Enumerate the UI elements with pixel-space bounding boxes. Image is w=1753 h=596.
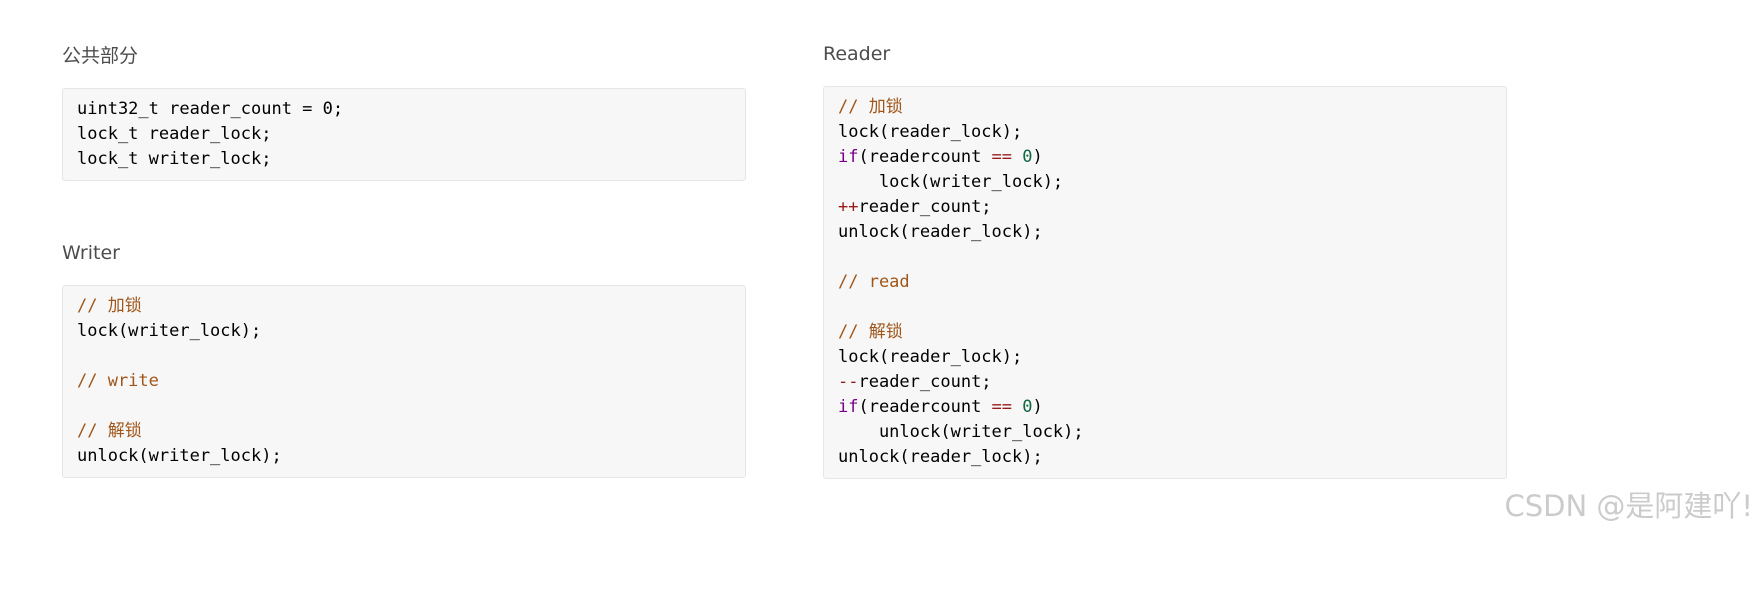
code-token: )	[1032, 147, 1043, 167]
code-line: unlock(writer_lock);	[77, 444, 731, 469]
code-token-comment: // 解锁	[838, 322, 903, 342]
code-token-comment: // read	[838, 272, 910, 292]
common-section-title: 公共部分	[62, 45, 139, 67]
code-token: reader_count;	[858, 197, 992, 217]
code-token-comment: // 加锁	[838, 97, 903, 117]
code-token-number: 0	[1022, 397, 1033, 417]
code-line: // read	[838, 270, 1492, 295]
code-token-number: 0	[1022, 147, 1033, 167]
code-line: if(readercount == 0)	[838, 145, 1492, 170]
code-token: unlock(reader_lock);	[838, 447, 1043, 467]
code-token: (readercount	[858, 397, 992, 417]
code-line: lock(writer_lock);	[838, 170, 1492, 195]
code-token: unlock(writer_lock);	[838, 422, 1084, 442]
code-line: ++reader_count;	[838, 195, 1492, 220]
writer-code-block: // 加锁 lock(writer_lock); // write // 解锁 unlo…	[62, 285, 746, 478]
code-token-comment: // write	[77, 371, 159, 391]
code-token-op: ++	[838, 197, 859, 217]
code-line: // 解锁	[838, 320, 1492, 345]
code-token: )	[1032, 397, 1043, 417]
code-line	[77, 394, 731, 419]
code-line: // 加锁	[77, 294, 731, 319]
code-token-op: ==	[991, 397, 1013, 417]
code-line	[838, 295, 1492, 320]
code-token-keyword: if	[838, 397, 859, 417]
code-token-comment: // 加锁	[77, 296, 142, 316]
code-token-op: ==	[991, 147, 1013, 167]
code-line: lock(reader_lock);	[838, 120, 1492, 145]
code-line: --reader_count;	[838, 370, 1492, 395]
code-line: lock_t writer_lock;	[77, 147, 731, 172]
code-token: (readercount	[858, 147, 992, 167]
code-line: lock(reader_lock);	[838, 345, 1492, 370]
code-token: uint32_t reader_count = 0;	[77, 99, 344, 119]
code-line: lock(writer_lock);	[77, 319, 731, 344]
code-token: lock(reader_lock);	[838, 347, 1023, 367]
code-token	[1012, 397, 1022, 417]
code-token-op: --	[838, 372, 859, 392]
code-token: lock(writer_lock);	[838, 172, 1064, 192]
code-line: uint32_t reader_count = 0;	[77, 97, 731, 122]
code-token: lock_t writer_lock;	[77, 149, 272, 169]
code-token: lock(reader_lock);	[838, 122, 1023, 142]
code-line: // 解锁	[77, 419, 731, 444]
code-token: reader_count;	[858, 372, 992, 392]
code-line: // write	[77, 369, 731, 394]
code-line: unlock(reader_lock);	[838, 445, 1492, 470]
code-token-keyword: if	[838, 147, 859, 167]
csdn-watermark: CSDN @是阿建吖!	[1504, 489, 1753, 523]
code-token	[1012, 147, 1022, 167]
writer-section-title: Writer	[62, 242, 120, 264]
code-line: unlock(reader_lock);	[838, 220, 1492, 245]
code-token: lock_t reader_lock;	[77, 124, 272, 144]
code-line: if(readercount == 0)	[838, 395, 1492, 420]
code-token: unlock(reader_lock);	[838, 222, 1043, 242]
code-token: unlock(writer_lock);	[77, 446, 282, 466]
reader-section-title: Reader	[823, 43, 891, 65]
code-line	[77, 344, 731, 369]
code-line: lock_t reader_lock;	[77, 122, 731, 147]
code-line: // 加锁	[838, 95, 1492, 120]
code-line	[838, 245, 1492, 270]
common-code-block: uint32_t reader_count = 0; lock_t reader_…	[62, 88, 746, 181]
code-token: lock(writer_lock);	[77, 321, 262, 341]
code-line: unlock(writer_lock);	[838, 420, 1492, 445]
code-token-comment: // 解锁	[77, 421, 142, 441]
